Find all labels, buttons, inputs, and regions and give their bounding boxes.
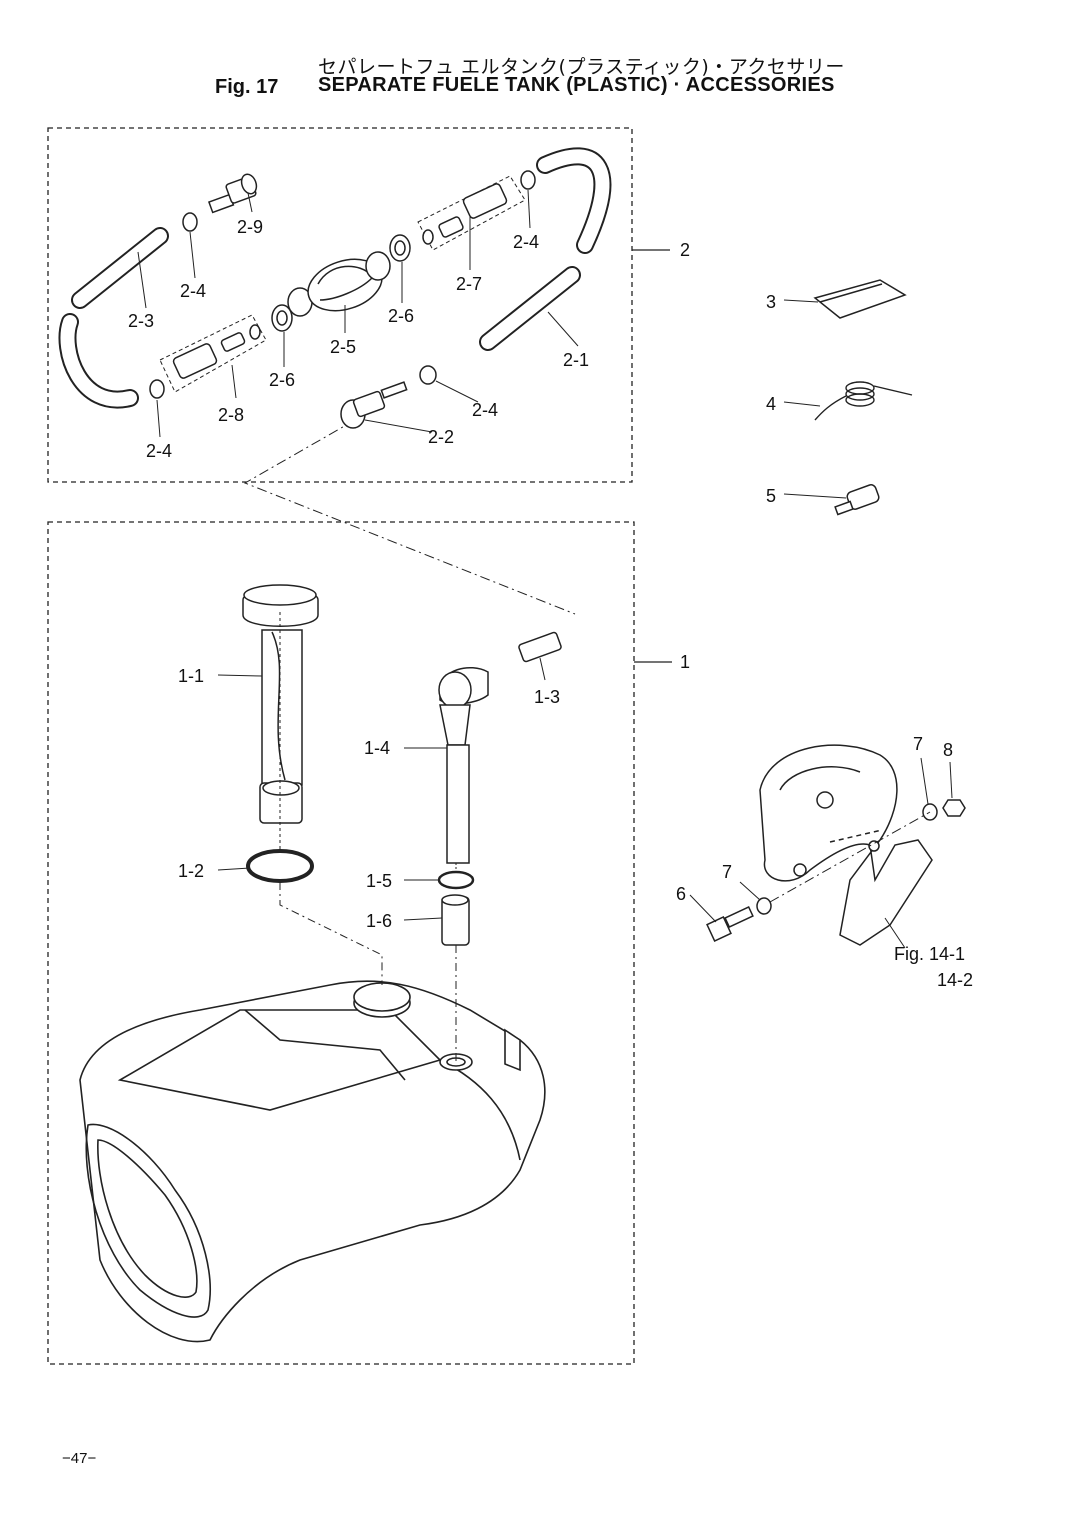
valve-2-7 (422, 183, 508, 245)
figure-number: Fig. 17 (215, 76, 279, 98)
label-6: 6 (676, 884, 686, 904)
clamp-2-4 (149, 170, 536, 399)
connector-2-2 (340, 381, 408, 429)
label-fig-14-1: Fig. 14-1 (894, 944, 965, 964)
connector-line (243, 419, 576, 615)
fitting-1-3 (518, 631, 562, 663)
label-2-4b: 2-4 (513, 232, 539, 252)
gasket-1-2 (246, 849, 314, 883)
label-2: 2 (680, 240, 690, 260)
label-7a: 7 (722, 862, 732, 882)
label-1-3: 1-3 (534, 687, 560, 707)
assembly-1-box (47, 521, 635, 1365)
ring-2-6 (271, 234, 411, 332)
label-8: 8 (943, 740, 953, 760)
label-1-5: 1-5 (366, 871, 392, 891)
fuel-gauge-1-1 (242, 584, 319, 824)
label-2-4a: 2-4 (180, 281, 206, 301)
pickup-tube-1-4 (438, 667, 489, 864)
assembly-2-box (47, 127, 633, 483)
label-2-7: 2-7 (456, 274, 482, 294)
valve-kit-2-8-box (159, 314, 267, 393)
label-2-5: 2-5 (330, 337, 356, 357)
ring-1-5 (437, 870, 475, 890)
valve-2-8 (172, 324, 261, 379)
label-2-9: 2-9 (237, 217, 263, 237)
pad-3 (813, 279, 907, 319)
label-2-6a: 2-6 (388, 306, 414, 326)
title-english: SEPARATE FUELE TANK (PLASTIC) · ACCESSOR… (318, 74, 835, 96)
fuel-tank (79, 980, 546, 1343)
bolt-6 (706, 905, 754, 942)
nut-8 (942, 799, 966, 817)
filter-1-6 (441, 894, 470, 946)
label-2-3: 2-3 (128, 311, 154, 331)
label-5: 5 (766, 486, 776, 506)
label-1-1: 1-1 (178, 666, 204, 686)
label-3: 3 (766, 292, 776, 312)
bracket-assembly (759, 744, 933, 946)
label-2-2: 2-2 (428, 427, 454, 447)
primer-bulb-2-5 (287, 251, 391, 317)
label-2-8: 2-8 (218, 405, 244, 425)
fitting-5 (834, 484, 880, 516)
label-7b: 7 (913, 734, 923, 754)
title-japanese: セパレートフュ エルタンク(プラスティック)・アクセサリー (318, 56, 845, 78)
connector-2-9 (207, 173, 258, 214)
label-1: 1 (680, 652, 690, 672)
label-4: 4 (766, 394, 776, 414)
label-fig-14-2: 14-2 (937, 970, 973, 990)
page-number: −47− (62, 1450, 97, 1467)
label-2-4d: 2-4 (146, 441, 172, 461)
label-1-6: 1-6 (366, 911, 392, 931)
coil-4 (814, 381, 913, 421)
label-1-2: 1-2 (178, 861, 204, 881)
label-2-1: 2-1 (563, 350, 589, 370)
label-2-4c: 2-4 (472, 400, 498, 420)
label-2-6b: 2-6 (269, 370, 295, 390)
label-1-4: 1-4 (364, 738, 390, 758)
